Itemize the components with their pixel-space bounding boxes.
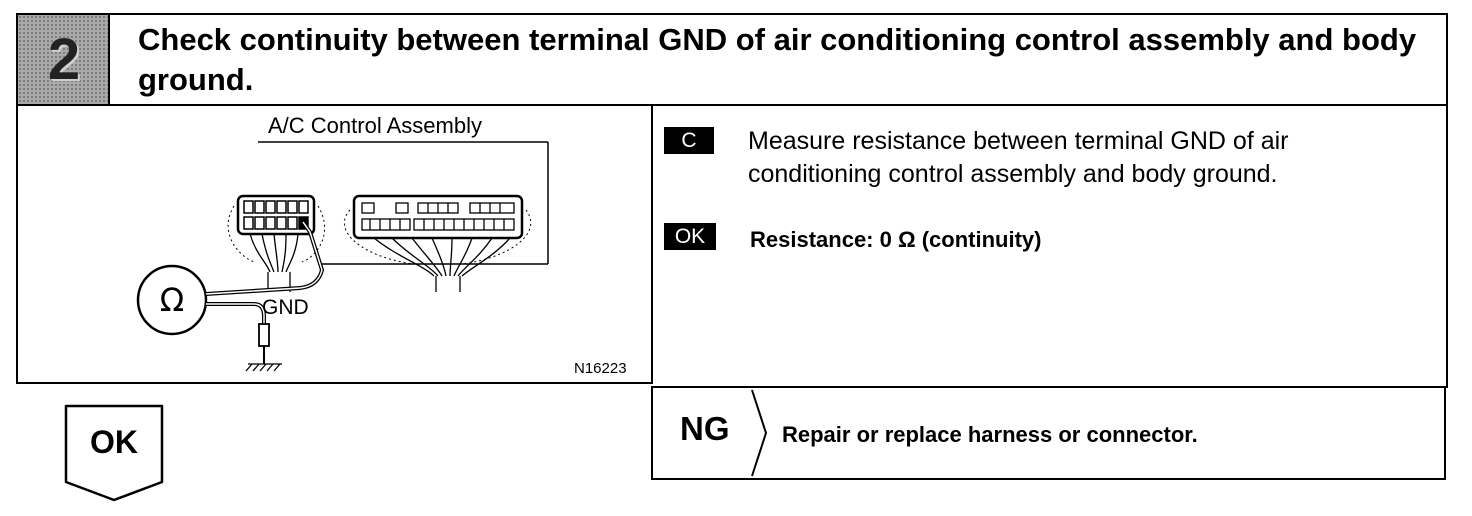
step-number-badge: [18, 15, 110, 104]
step-title: Check continuity between terminal GND of…: [138, 22, 1417, 97]
step-header: [16, 13, 1448, 106]
ng-label: NG: [680, 410, 730, 447]
ng-action: Repair or replace harness or connector.: [782, 422, 1198, 447]
body-ground-symbol: [245, 363, 282, 372]
ok-flow-label: OK: [90, 424, 138, 460]
ng-arrow-divider: [751, 389, 768, 477]
check-tag: C: [664, 127, 714, 154]
left-connector: [236, 194, 316, 236]
ng-result-panel: [651, 386, 1446, 480]
figure-caption: A/C Control Assembly: [268, 113, 482, 138]
ohm-symbol: Ω: [160, 281, 184, 319]
gnd-terminal-label: GND: [262, 296, 309, 319]
ohmmeter: [136, 220, 325, 364]
right-connector: [352, 194, 524, 240]
ok-tag: OK: [664, 223, 716, 250]
ok-spec: Resistance: 0 Ω (continuity): [750, 227, 1042, 252]
harness-wires: [249, 233, 511, 292]
figure-code: N16223: [574, 360, 627, 377]
figure-panel: [16, 104, 653, 384]
ok-arrow-outline: [64, 404, 164, 502]
instruction-panel: [651, 104, 1448, 388]
check-instruction: Measure resistance between terminal GND …: [748, 127, 1289, 188]
step-number: 2: [47, 27, 81, 92]
harness-outlines: [227, 205, 532, 265]
